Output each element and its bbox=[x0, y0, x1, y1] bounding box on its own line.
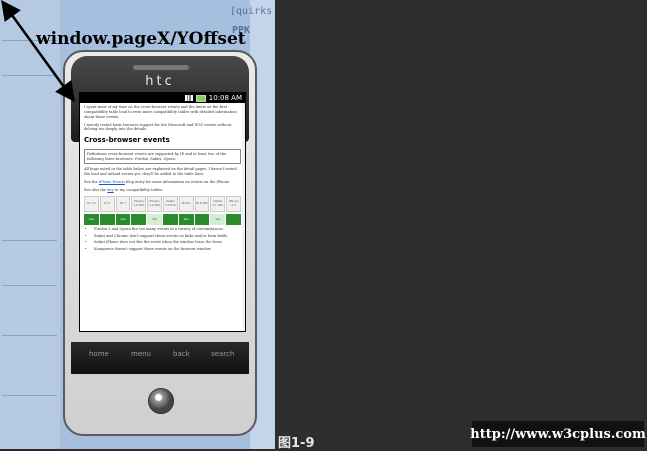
signal-icon bbox=[184, 95, 193, 101]
earpiece-speaker bbox=[133, 65, 189, 70]
list-item: Konqueror doesn't support these events o… bbox=[94, 247, 241, 252]
table-cell bbox=[162, 213, 178, 225]
table-header-cell: IE 8b1 bbox=[178, 195, 194, 212]
table-cell bbox=[131, 213, 147, 225]
background-site-title: [quirks bbox=[230, 6, 273, 17]
search-softkey[interactable]: search bbox=[211, 350, 235, 358]
list-item: Firefox 3 and Opera fire too many events… bbox=[94, 227, 241, 232]
table-header-cell: Safari 3.1 Win bbox=[210, 195, 226, 212]
status-bar: 10:08 AM bbox=[80, 93, 245, 103]
mobile-page-content[interactable]: I spent most of my time on the cross-bro… bbox=[80, 103, 245, 256]
table-header-cell: Firefox 3.0 Win bbox=[147, 195, 162, 212]
status-time: 10:08 AM bbox=[208, 94, 242, 102]
also-prefix: See also the bbox=[84, 187, 108, 192]
table-cell bbox=[226, 213, 241, 225]
dark-backdrop bbox=[275, 0, 647, 449]
also-line: See also the key to my compatibility tab… bbox=[84, 188, 241, 193]
home-softkey[interactable]: home bbox=[89, 350, 109, 358]
table-cell bbox=[99, 213, 115, 225]
section-heading: Cross-browser events bbox=[84, 136, 170, 145]
back-softkey[interactable]: back bbox=[173, 350, 190, 358]
table-cell bbox=[194, 213, 210, 225]
phone-softkey-bar bbox=[71, 342, 249, 374]
see-line: See the iPhone Events blog entry for mor… bbox=[84, 180, 241, 185]
offset-arrow bbox=[1, 0, 75, 103]
trackball-button[interactable] bbox=[148, 388, 174, 414]
list-item: Safari iPhone does not fire the event wh… bbox=[94, 240, 241, 245]
battery-icon bbox=[195, 94, 206, 102]
table-header-cell: Firefox 2.0 Win bbox=[131, 195, 147, 212]
compat-table-header: IE 5.5 IE 6 IE 7 Firefox 2.0 Win Firefox… bbox=[84, 195, 241, 212]
menu-softkey[interactable]: menu bbox=[131, 350, 151, 358]
list-item: Safari and Chrome don't support these ev… bbox=[94, 234, 241, 239]
table-header-cell: IE 7 bbox=[115, 195, 131, 212]
phone-brand-logo: htc bbox=[145, 74, 175, 89]
see-suffix: blog entry for more information on event… bbox=[124, 180, 231, 185]
table-cell: Yes bbox=[115, 213, 131, 225]
compat-table-row: Yes Yes Yes Yes Yes bbox=[84, 213, 241, 225]
background-divider bbox=[2, 335, 57, 336]
table-header-cell: Safari 3.0 Win bbox=[162, 195, 178, 212]
watermark-banner: http://www.w3cplus.com bbox=[470, 421, 646, 447]
table-cell: Yes bbox=[147, 213, 162, 225]
table-cell: Yes bbox=[178, 213, 194, 225]
definition-box: Definitions cross-browser events are sup… bbox=[84, 148, 241, 165]
table-cell: Yes bbox=[84, 213, 99, 225]
see-prefix: See the bbox=[84, 180, 99, 185]
iphone-events-link[interactable]: iPhone Events bbox=[98, 180, 125, 185]
table-header-cell: iPhone 2.0 bbox=[226, 195, 241, 212]
background-divider bbox=[2, 395, 57, 396]
offset-annotation-label: window.pageX/YOffset bbox=[36, 29, 246, 49]
phone-screen: 10:08 AM I spent most of my time on the … bbox=[79, 92, 246, 332]
table-header-cell: IE 5.5 bbox=[84, 195, 99, 212]
table-cell: Yes bbox=[210, 213, 226, 225]
bug-list: Firefox 3 and Opera fire too many events… bbox=[84, 227, 241, 252]
background-logo: PPK bbox=[232, 25, 251, 36]
table-header-cell: IE 6 bbox=[99, 195, 115, 212]
phone-device: htc 10:08 AM I spent most of my time on … bbox=[63, 50, 257, 436]
also-suffix: to my compatibility tables. bbox=[113, 187, 164, 192]
bugs-note: All bugs noted in the table below are ex… bbox=[84, 167, 237, 177]
key-link[interactable]: key bbox=[107, 187, 114, 192]
table-header-cell: IE 8 Win bbox=[194, 195, 210, 212]
background-divider bbox=[2, 240, 57, 241]
paragraph: I merely tested basic browser support fo… bbox=[84, 122, 232, 132]
paragraph: I spent most of my time on the cross-bro… bbox=[84, 105, 237, 119]
background-divider bbox=[2, 285, 57, 286]
screen-scrollbar[interactable] bbox=[242, 103, 245, 331]
figure-caption: 图1-9 bbox=[278, 436, 315, 451]
